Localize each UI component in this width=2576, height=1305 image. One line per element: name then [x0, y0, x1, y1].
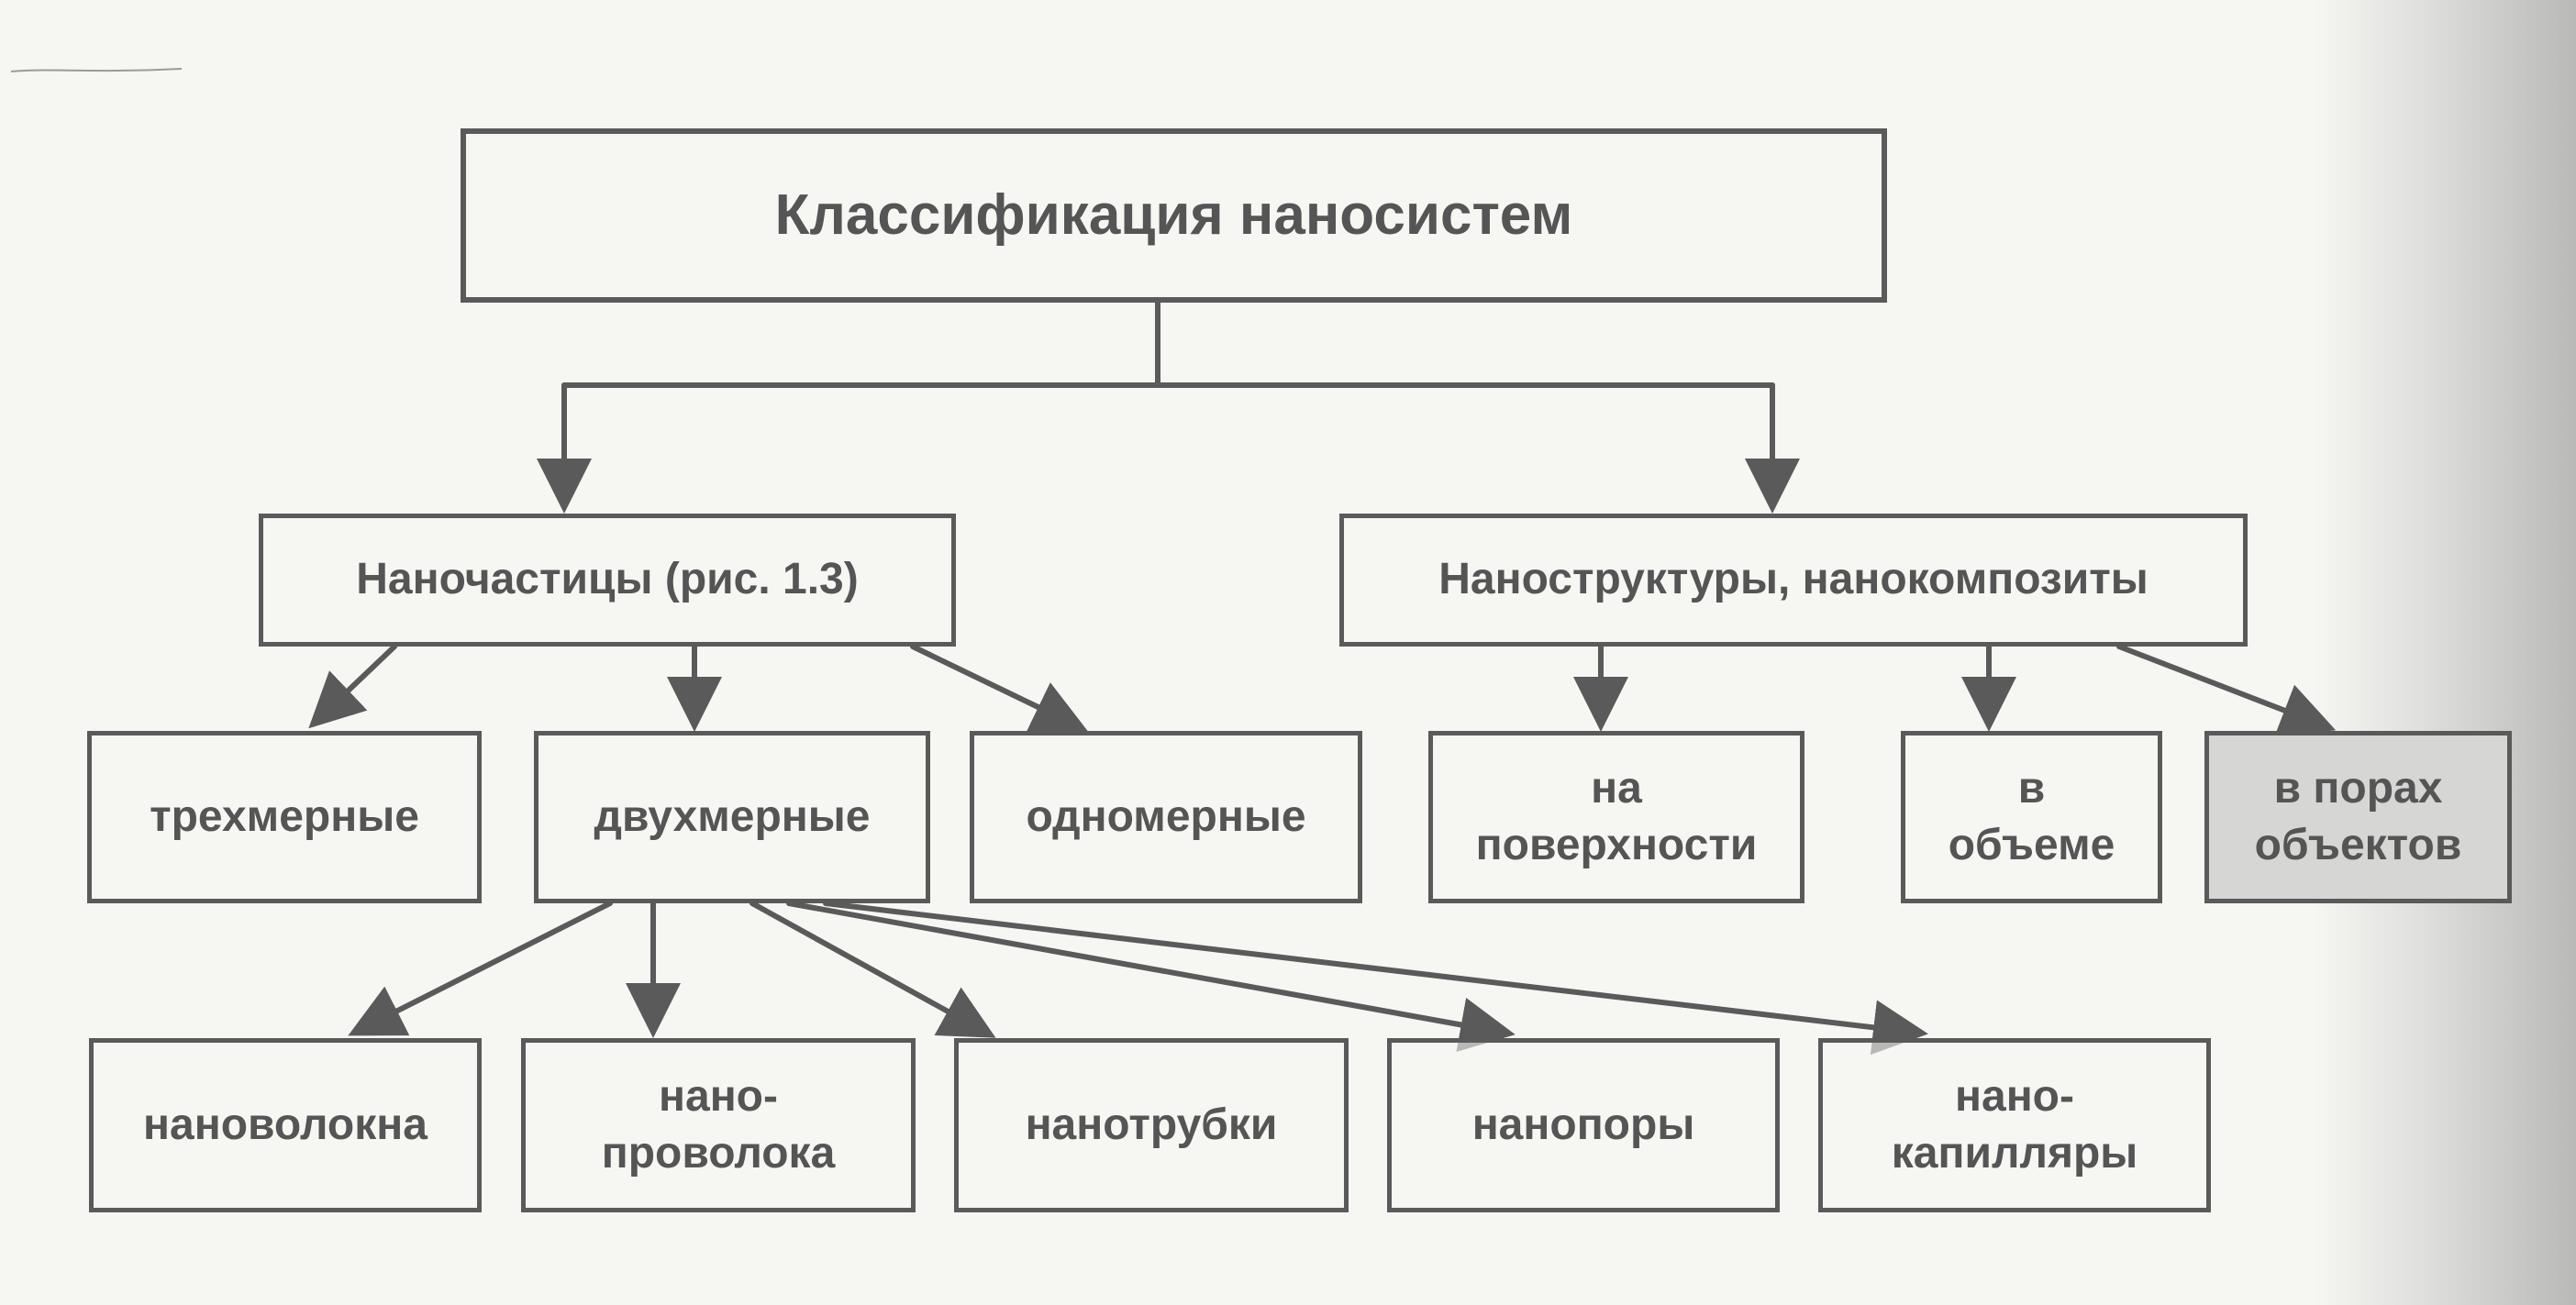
- three-dimensional-box: трехмерные: [87, 731, 482, 903]
- connector-to-3d: [308, 644, 397, 729]
- one-dimensional-label: одномерные: [1026, 791, 1306, 841]
- nanostructures-box: Наноструктуры, нанокомпозиты: [1339, 514, 2248, 647]
- nanotubes-box: нанотрубки: [954, 1038, 1349, 1212]
- connector-to-pores: [2116, 644, 2337, 736]
- connector-to-nanopores: [786, 901, 1516, 1052]
- nanocapillaries-box: нано- капилляры: [1818, 1038, 2211, 1212]
- two-dimensional-box: двухмерные: [534, 731, 930, 903]
- nanoparticles-box: Наночастицы (рис. 1.3): [259, 514, 956, 647]
- connector-to-nanotubes: [749, 901, 996, 1038]
- nanopores-box: нанопоры: [1387, 1038, 1780, 1212]
- three-dimensional-label: трехмерные: [150, 791, 419, 841]
- connector-to-1d: [910, 644, 1088, 733]
- nanowire-label: нано- проволока: [601, 1071, 836, 1178]
- nanofibers-box: нановолокна: [89, 1038, 482, 1212]
- margin-scribble: [10, 68, 183, 72]
- in-pores-label: в порах объектов: [2254, 763, 2462, 869]
- connector-to-nanofibers: [348, 901, 613, 1036]
- two-dimensional-label: двухмерные: [594, 791, 871, 841]
- in-volume-box: в объеме: [1901, 731, 2162, 903]
- nanocapillaries-label: нано- капилляры: [1891, 1071, 2138, 1178]
- nanostructures-label: Наноструктуры, нанокомпозиты: [1438, 555, 2149, 604]
- in-pores-box: в порах объектов: [2204, 731, 2512, 903]
- root-label: Классификация наносистем: [774, 182, 1573, 247]
- on-surface-box: на поверхности: [1428, 731, 1804, 903]
- nanopores-label: нанопоры: [1471, 1100, 1695, 1149]
- one-dimensional-box: одномерные: [970, 731, 1362, 903]
- in-volume-label: в объеме: [1948, 763, 2115, 869]
- root-box: Классификация наносистем: [461, 128, 1887, 303]
- on-surface-label: на поверхности: [1475, 763, 1758, 869]
- nanotubes-label: нанотрубки: [1025, 1100, 1278, 1149]
- nanoparticles-label: Наночастицы (рис. 1.3): [356, 555, 859, 604]
- nanowire-box: нано- проволока: [521, 1038, 916, 1212]
- connector-to-nanocapillaries: [823, 901, 1928, 1056]
- nanofibers-label: нановолокна: [143, 1100, 427, 1149]
